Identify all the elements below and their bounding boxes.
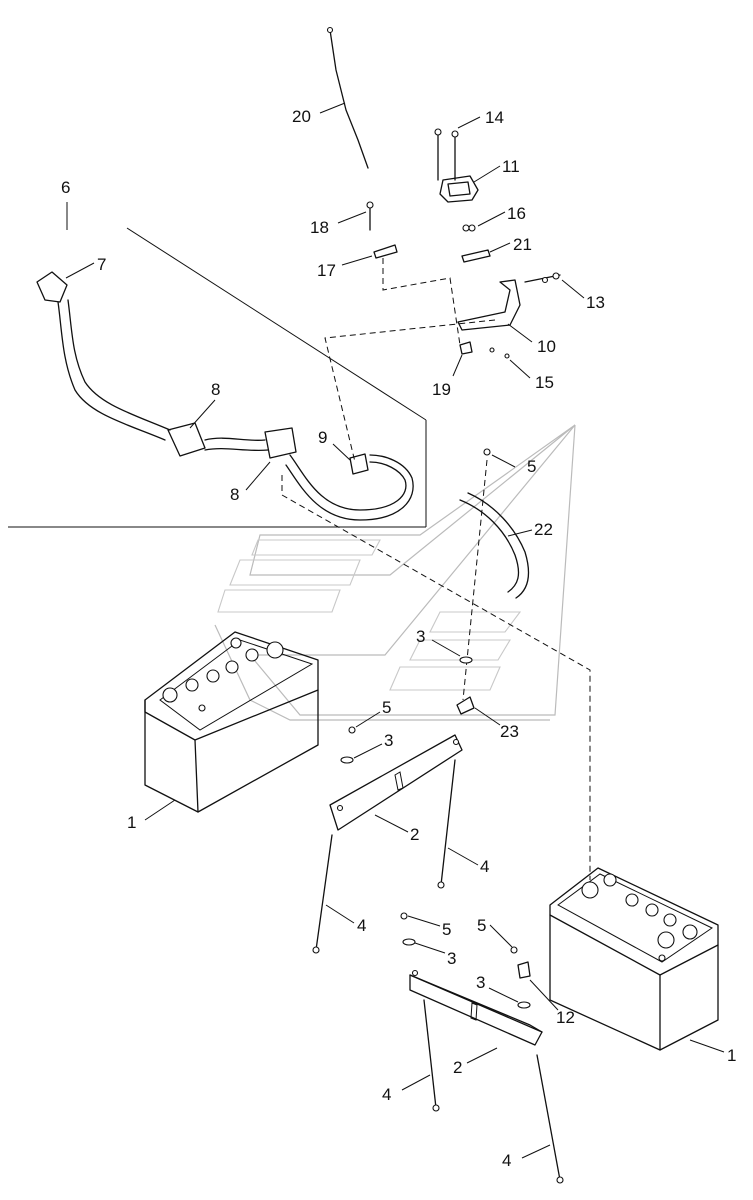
callout-18: 18: [310, 218, 329, 237]
callout-4-lower-left: 4: [382, 1085, 391, 1104]
callout-4-upper-left: 4: [357, 916, 366, 935]
disconnect-switch-group: [366, 128, 561, 359]
callout-2-lower: 2: [453, 1058, 462, 1077]
callout-3-mid: 3: [384, 731, 393, 750]
callout-10: 10: [537, 337, 556, 356]
callout-2-upper: 2: [410, 825, 419, 844]
battery-left: [144, 631, 319, 813]
callout-11: 11: [502, 157, 520, 176]
callout-8-lower: 8: [230, 485, 239, 504]
hold-down-bar-lower: [409, 969, 543, 1046]
callout-8-upper: 8: [211, 380, 220, 399]
callout-17: 17: [317, 261, 336, 280]
callout-5-mid: 5: [382, 698, 391, 717]
callout-5-lower-left: 5: [442, 920, 451, 939]
callout-22: 22: [534, 520, 553, 539]
inset-frame: [8, 227, 427, 528]
callout-1-right: 1: [727, 1046, 736, 1065]
callout-19: 19: [432, 380, 451, 399]
callout-16: 16: [507, 204, 526, 223]
callout-12: 12: [556, 1008, 575, 1027]
callout-6: 6: [61, 178, 70, 197]
callout-4-upper-right: 4: [480, 857, 489, 876]
callout-labels: 20 14 11 6 18 16 21 7 17 13 10 19 15 8 9…: [61, 107, 736, 1170]
callout-13: 13: [586, 293, 605, 312]
callout-14: 14: [485, 108, 504, 127]
callout-4-lower-right: 4: [502, 1151, 511, 1170]
callout-21: 21: [513, 235, 532, 254]
callout-15: 15: [535, 373, 554, 392]
callout-3-lower-right: 3: [476, 973, 485, 992]
callout-5-lower-right: 5: [477, 916, 486, 935]
callout-3-top: 3: [416, 627, 425, 646]
callout-1-left: 1: [127, 813, 136, 832]
rod-part-20: [326, 26, 369, 169]
callout-23: 23: [500, 722, 519, 741]
battery-cable-assembly: [36, 271, 414, 521]
hold-down-bar-upper: [329, 734, 463, 831]
callout-5-top: 5: [527, 457, 536, 476]
callout-7: 7: [97, 255, 106, 274]
callout-3-lower-left: 3: [447, 949, 456, 968]
leader-lines: [65, 102, 725, 1159]
hold-down-rods: [312, 759, 564, 1184]
hose-part-22: [459, 448, 530, 599]
battery-right: [549, 867, 719, 1051]
hardware-small-parts: [340, 656, 531, 1009]
callout-9: 9: [318, 428, 327, 447]
callout-20: 20: [292, 107, 311, 126]
